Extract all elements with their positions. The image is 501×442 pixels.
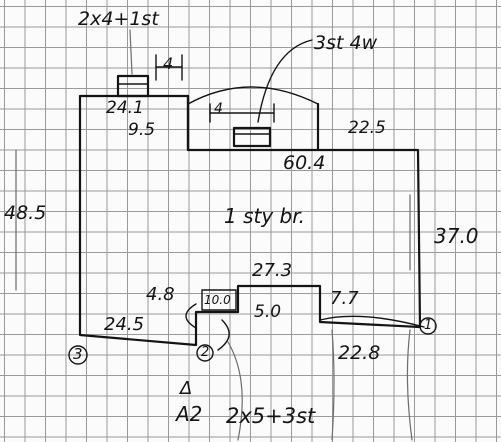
top-total-label: 60.4 (283, 152, 326, 174)
lower-scribble-mid (331, 329, 335, 441)
corner-2-label: 2 (201, 345, 210, 360)
left-side-label: 48.5 (4, 202, 47, 224)
inset-top-label: 27.3 (252, 260, 293, 281)
vent-leader (257, 39, 313, 123)
inset-small-box (201, 289, 237, 311)
delta-code: A2 (176, 402, 203, 426)
corner-2-marker (196, 344, 214, 362)
corner-2-connector (217, 319, 230, 351)
left-depth-label: 9.5 (128, 120, 156, 140)
corner-1-marker (419, 317, 437, 335)
top-arc (187, 86, 319, 105)
vent-dim-label: 4 (214, 101, 223, 117)
lower-scribble-right (406, 329, 413, 441)
left-segment-label: 24.1 (106, 98, 144, 118)
room-label: 1 sty br. (224, 204, 305, 228)
inset-small-label: 10.0 (204, 293, 231, 307)
vent-box (232, 126, 272, 148)
inset-inner-label: 5.0 (254, 302, 282, 322)
vent-note: 3st 4w (314, 32, 378, 54)
inset-brace (185, 303, 197, 329)
top-bump (186, 94, 320, 152)
right-bottom-label: 22.8 (338, 342, 381, 364)
corner-1-connector (319, 315, 425, 328)
delta-symbol: Δ (180, 378, 193, 399)
corner-1-label: 1 (424, 318, 433, 333)
chimney-dim-label: 4 (163, 54, 174, 73)
corner-3-marker (68, 345, 88, 365)
inset-right-step-label: 7.7 (330, 288, 359, 309)
chimney-leader (129, 29, 133, 75)
corner-3-label: 3 (73, 345, 83, 363)
inset-left-step-label: 4.8 (146, 284, 175, 305)
top-right-segment-label: 22.5 (348, 118, 386, 138)
bottom-left-label: 24.5 (104, 314, 145, 335)
chimney-note: 2x4+1st (78, 8, 159, 30)
right-side-label: 37.0 (434, 224, 479, 248)
lower-scribble-left (227, 341, 243, 441)
chimney-box (116, 74, 150, 98)
bottom-note: 2x5+3st (226, 404, 316, 428)
